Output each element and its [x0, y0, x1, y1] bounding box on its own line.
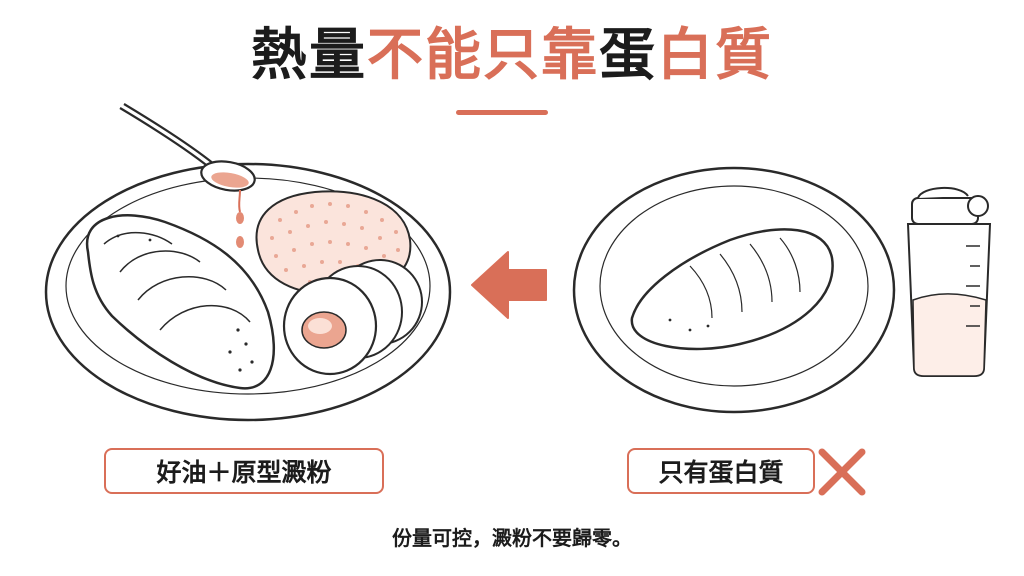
title-part-2: 不能只靠	[367, 23, 599, 88]
page-title: 熱量不能只靠蛋白質	[0, 18, 1024, 94]
caption-text: 份量可控，澱粉不要歸零。	[392, 526, 632, 550]
chicken-breast-icon	[85, 214, 276, 390]
right-label-text: 只有蛋白質	[658, 458, 784, 487]
left-label-text: 好油＋原型澱粉	[156, 458, 332, 487]
egg-icon	[282, 259, 423, 376]
right-label-box: 只有蛋白質	[627, 448, 815, 494]
title-part-3: 蛋	[599, 23, 657, 88]
cross-icon	[818, 448, 866, 496]
arrow-left-icon	[471, 251, 547, 319]
title-part-1: 熱量	[251, 23, 367, 88]
protein-shaker-icon	[906, 186, 992, 377]
title-part-4: 白質	[657, 23, 773, 88]
spoon-icon	[119, 103, 256, 192]
left-label-box: 好油＋原型澱粉	[104, 448, 384, 494]
title-underline	[456, 110, 548, 115]
plain-chicken-icon	[630, 228, 834, 351]
oil-drop-icon	[236, 189, 244, 248]
